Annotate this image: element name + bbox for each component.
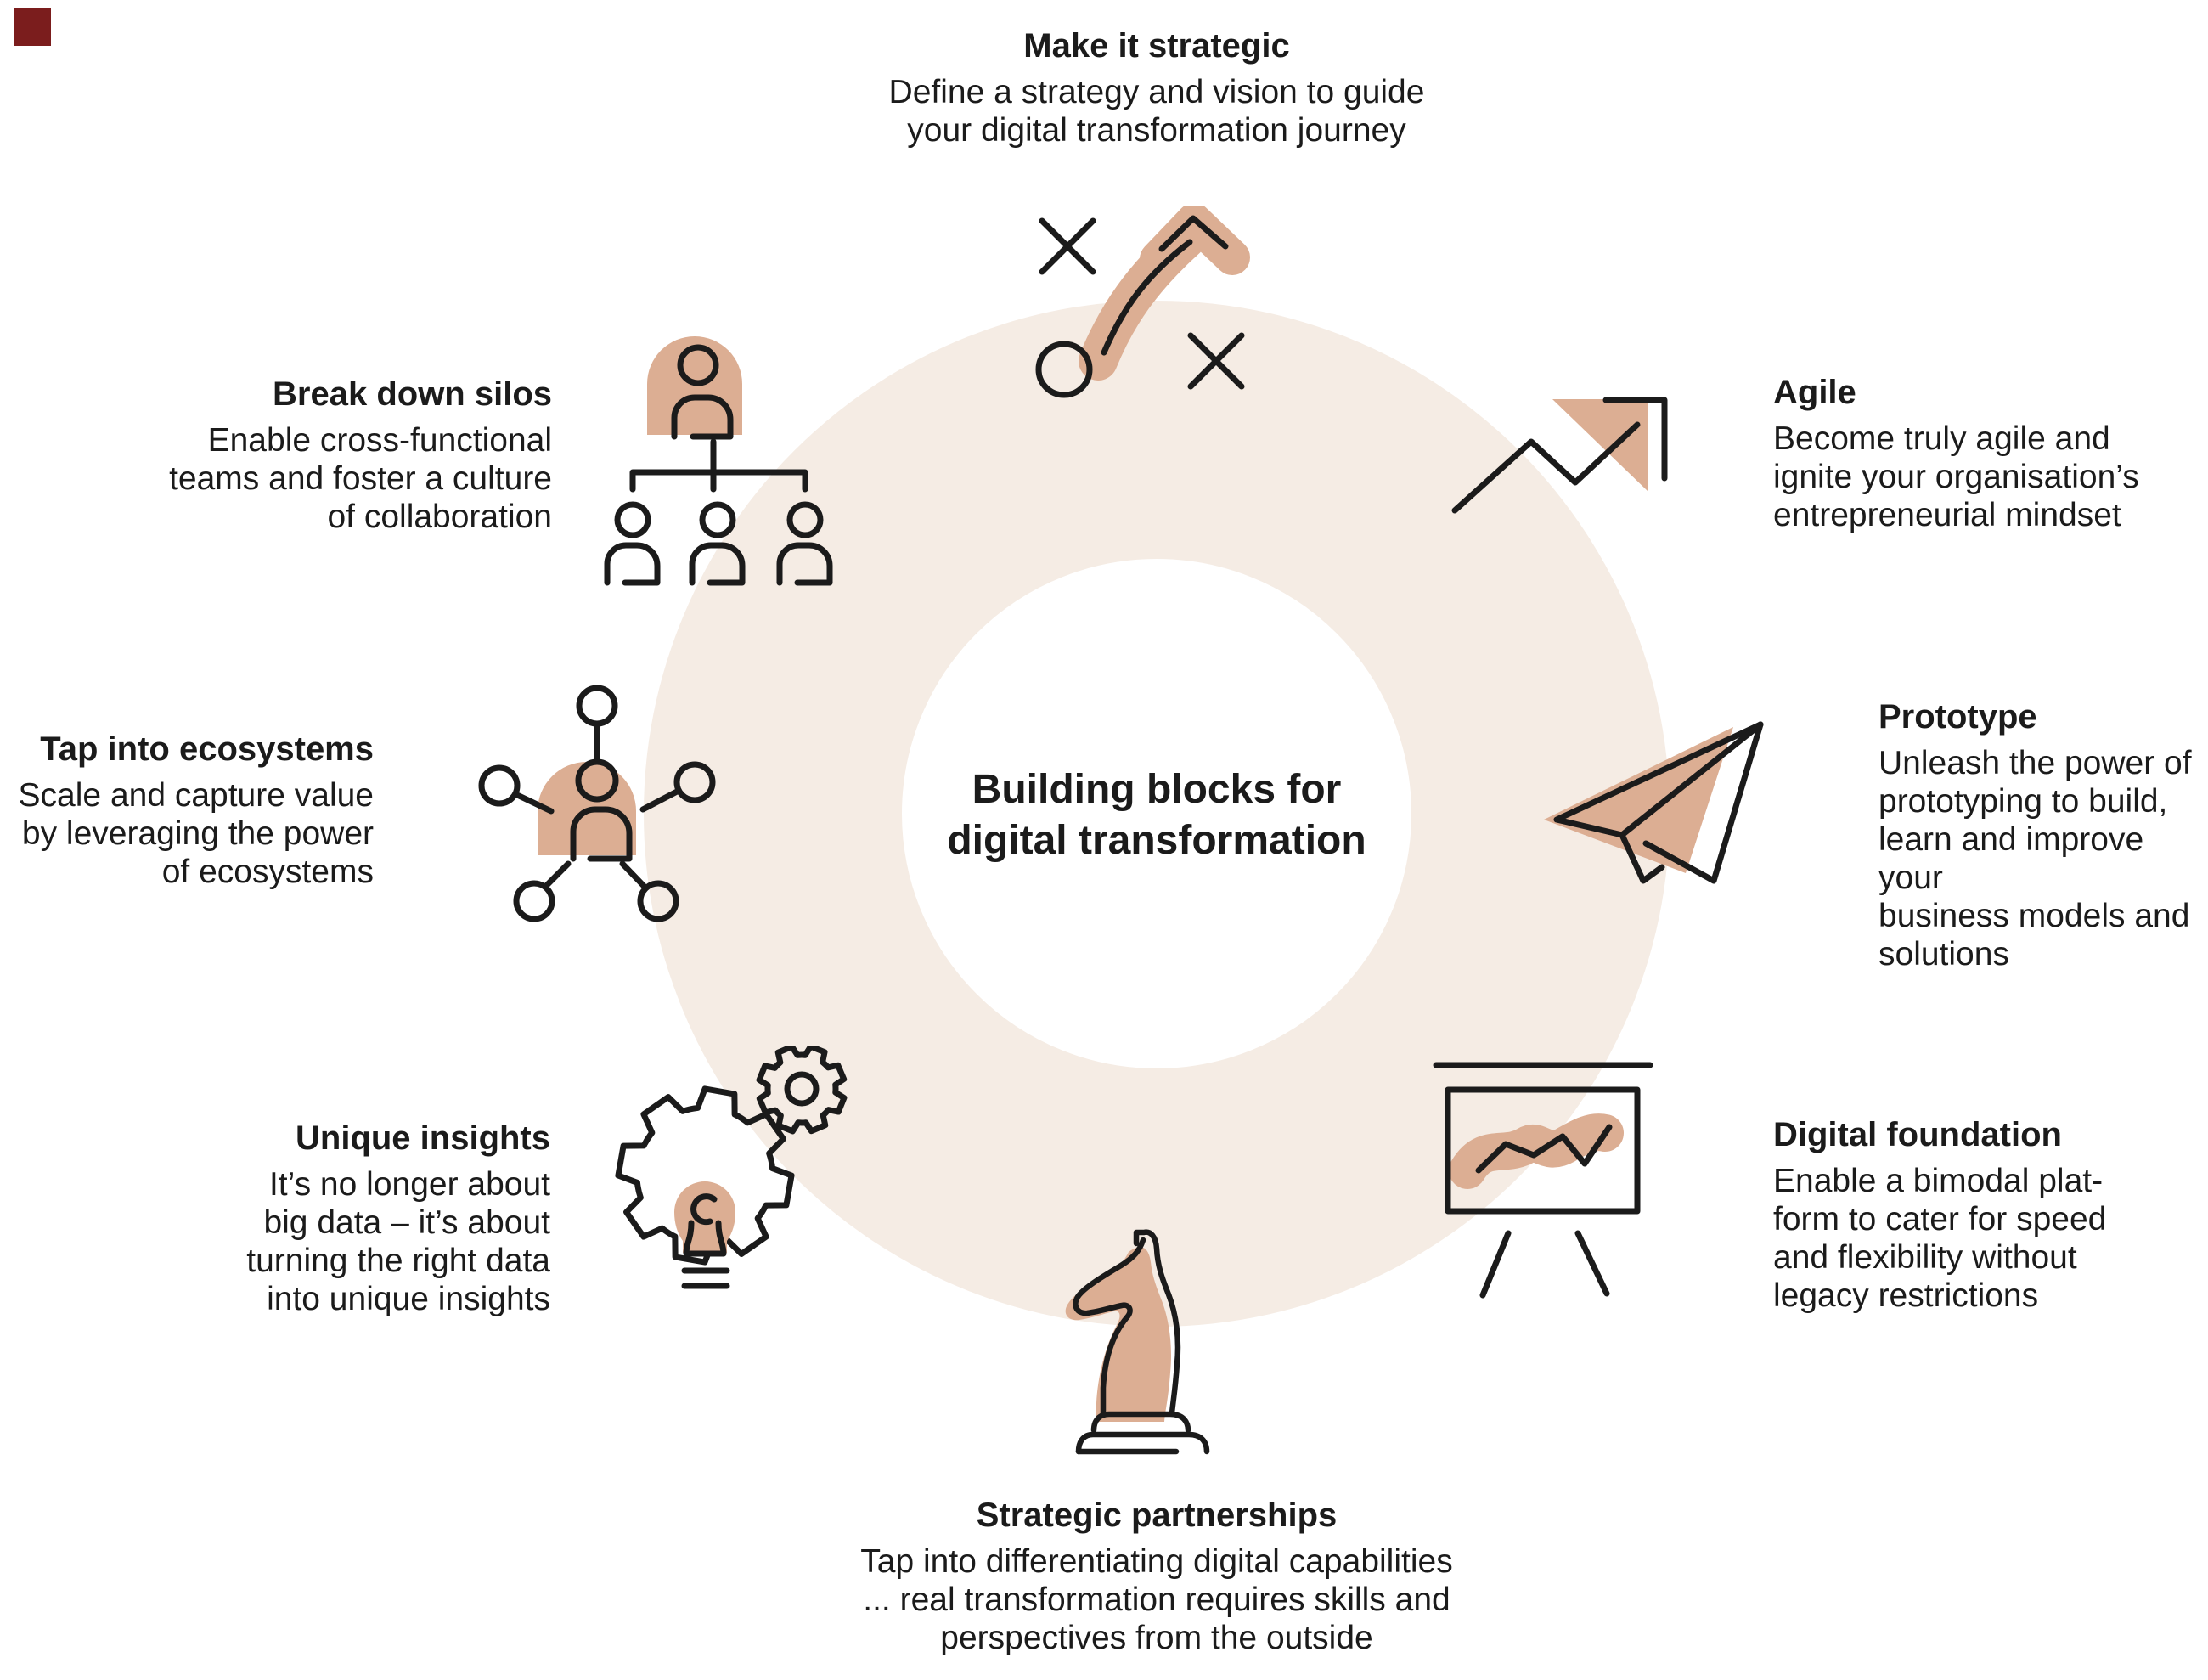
block-strategic-partnerships: Strategic partnerships Tap into differen…: [732, 1495, 1581, 1657]
block-title: Prototype: [1878, 698, 2037, 736]
block-agile: Agile Become truly agile and ignite your…: [1773, 372, 2181, 534]
strategy-icon: [1035, 206, 1250, 398]
block-title: Strategic partnerships: [976, 1497, 1338, 1534]
block-description: Become truly agile and ignite your organ…: [1773, 420, 2139, 533]
block-title: Digital foundation: [1773, 1116, 2062, 1153]
block-prototype: Prototype Unleash the power of prototypi…: [1878, 696, 2208, 973]
presentation-chart-icon: [1433, 1062, 1653, 1299]
block-make-it-strategic: Make it strategic Define a strategy and …: [817, 25, 1496, 149]
block-title: Unique insights: [296, 1119, 550, 1157]
paper-plane-icon: [1544, 721, 1764, 884]
block-description: It’s no longer about big data – it’s abo…: [246, 1166, 550, 1317]
block-description: Enable a bimodal plat- form to cater for…: [1773, 1163, 2107, 1314]
block-digital-foundation: Digital foundation Enable a bimodal plat…: [1773, 1114, 2189, 1315]
network-person-icon: [478, 685, 716, 922]
block-unique-insights: Unique insights It’s no longer about big…: [126, 1118, 550, 1318]
growth-arrow-icon: [1451, 397, 1668, 514]
block-tap-into-ecosystems: Tap into ecosystems Scale and capture va…: [0, 729, 374, 891]
diagram-title: Building blocks for digital transformati…: [947, 767, 1366, 863]
block-title: Tap into ecosystems: [40, 730, 374, 768]
block-description: Scale and capture value by leveraging th…: [18, 777, 374, 890]
block-title: Make it strategic: [1023, 27, 1290, 65]
block-description: Unleash the power of prototyping to buil…: [1878, 745, 2192, 972]
block-break-down-silos: Break down silos Enable cross-functional…: [127, 374, 552, 536]
block-description: Enable cross-functional teams and foster…: [169, 422, 552, 535]
block-title: Agile: [1773, 374, 1856, 411]
chess-knight-icon: [1065, 1229, 1210, 1455]
gear-lightbulb-icon: [615, 1046, 849, 1289]
brand-corner-mark: [14, 8, 51, 46]
block-description: Define a strategy and vision to guide yo…: [888, 74, 1425, 149]
org-chart-icon: [604, 336, 833, 586]
block-description: Tap into differentiating digital capabil…: [860, 1543, 1453, 1656]
block-title: Break down silos: [273, 375, 552, 413]
